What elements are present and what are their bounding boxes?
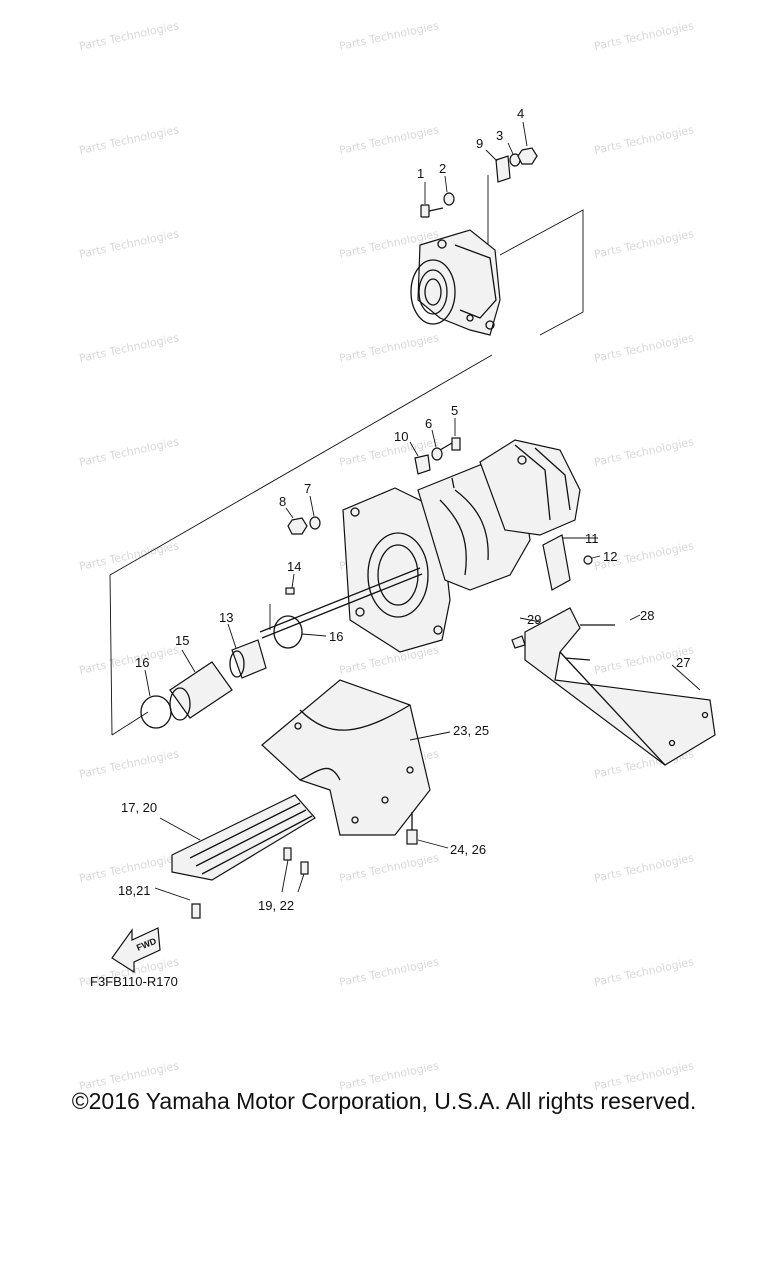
watermark-text: Parts Technologies [78, 643, 180, 677]
callout-23-25: 23, 25 [453, 723, 489, 738]
callout-14: 14 [287, 559, 301, 574]
callout-8: 8 [279, 494, 286, 509]
watermark-text: Parts Technologies [338, 331, 440, 365]
callout-13: 13 [219, 610, 233, 625]
watermark-text: Parts Technologies [78, 227, 180, 261]
watermark-text: Parts Technologies [338, 851, 440, 885]
intake-grate-drawing [154, 794, 316, 919]
watermark-text: Parts Technologies [593, 123, 695, 157]
callout-12: 12 [603, 549, 617, 564]
callout-28: 28 [640, 608, 654, 623]
callout-10: 10 [394, 429, 408, 444]
callout-19-22: 19, 22 [258, 898, 294, 913]
watermark-text: Parts Technologies [338, 643, 440, 677]
watermark-text: Parts Technologies [78, 435, 180, 469]
callout-17-20: 17, 20 [121, 800, 157, 815]
watermark-text: Parts Technologies [338, 123, 440, 157]
callout-9: 9 [476, 136, 483, 151]
watermark-text: Parts Technologies [78, 123, 180, 157]
callout-1: 1 [417, 166, 424, 181]
watermark-text: Parts Technologies [78, 539, 180, 573]
callout-4: 4 [517, 106, 524, 121]
ride-plate-drawing [511, 607, 716, 766]
watermark-text: Parts Technologies [593, 435, 695, 469]
callout-18-21: 18,21 [118, 883, 151, 898]
callout-11: 11 [585, 531, 599, 546]
driveshaft-parts-drawing [140, 573, 327, 729]
callout-24-26: 24, 26 [450, 842, 486, 857]
callout-3: 3 [496, 128, 503, 143]
callout-2: 2 [439, 161, 446, 176]
callout-6: 6 [425, 416, 432, 431]
jet-pump-drawing [259, 418, 581, 653]
watermark-text: Parts Technologies [78, 747, 180, 781]
watermark-text: Parts Technologies [593, 331, 695, 365]
watermark-text: Parts Technologies [78, 851, 180, 885]
watermark-text: Parts Technologies [593, 851, 695, 885]
callout-15: 15 [175, 633, 189, 648]
callout-16-right: 16 [329, 629, 343, 644]
cover-drawing [542, 534, 601, 591]
watermark-text: Parts Technologies [338, 19, 440, 53]
watermark-text: Parts Technologies [78, 19, 180, 53]
callout-29: 29 [527, 612, 541, 627]
watermark-text: Parts Technologies [593, 227, 695, 261]
watermark-text: Parts Technologies [593, 955, 695, 989]
callout-labels: 1 2 3 4 5 6 7 8 9 10 11 12 13 14 15 16 1… [118, 106, 690, 913]
callout-27: 27 [676, 655, 690, 670]
diagram-code: F3FB110-R170 [90, 974, 178, 989]
watermark-text: Parts Technologies [593, 19, 695, 53]
intake-duct-drawing [261, 679, 451, 849]
copyright-notice: ©2016 Yamaha Motor Corporation, U.S.A. A… [71, 1088, 697, 1114]
fwd-arrow-icon: FWD [111, 927, 161, 974]
upper-housing-drawing [410, 121, 584, 336]
watermark-text: Parts Technologies [338, 955, 440, 989]
callout-16-left: 16 [135, 655, 149, 670]
watermark-text: Parts Technologies [78, 331, 180, 365]
callout-5: 5 [451, 403, 458, 418]
callout-7: 7 [304, 481, 311, 496]
